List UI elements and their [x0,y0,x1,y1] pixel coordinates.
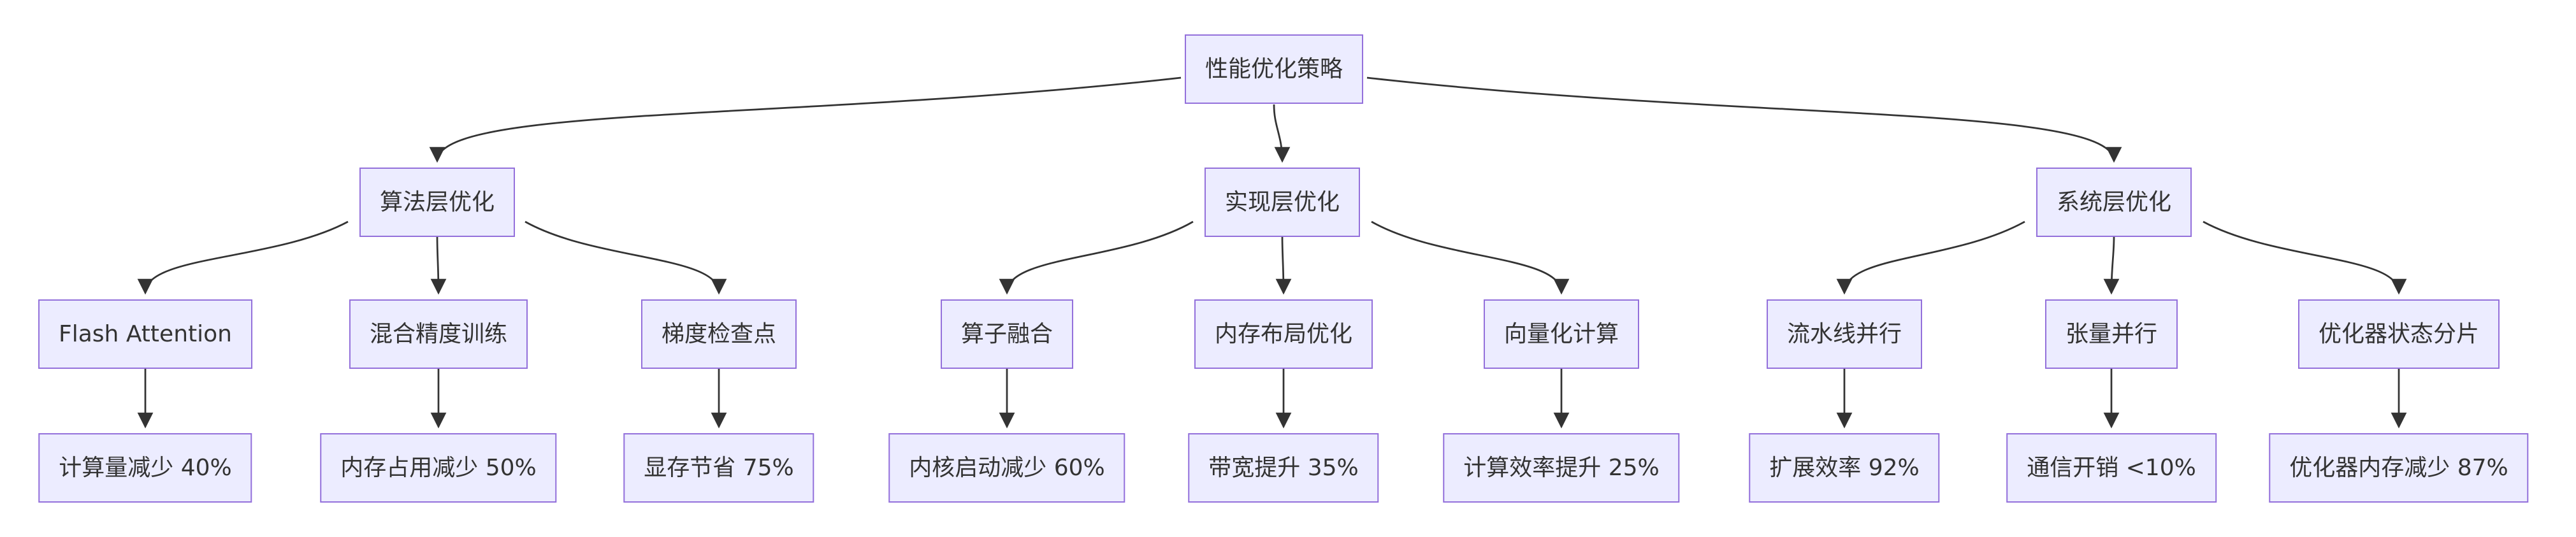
edge-algorithm-to-flash-attention [137,220,349,295]
node-memory-layout: 内存布局优化 [1194,299,1373,369]
metric-operator-fusion: 内核启动减少 60% [888,433,1125,503]
metric-mixed-precision: 内存占用减少 50% [320,433,557,503]
metric-pipeline-parallel: 扩展效率 92% [1749,433,1940,503]
metric-memory-layout: 带宽提升 35% [1188,433,1379,503]
edge-implementation-to-memory-layout [1275,236,1292,295]
edge-system-to-optimizer-sharding [2203,220,2407,295]
edge-system-to-pipeline-parallel [1836,220,2025,295]
node-operator-fusion: 算子融合 [940,299,1074,369]
node-mixed-precision: 混合精度训练 [349,299,528,369]
node-flash-attention: Flash Attention [38,299,252,369]
node-tensor-parallel: 张量并行 [2044,299,2178,369]
node-implementation-layer: 实现层优化 [1204,168,1361,237]
node-gradient-checkpoint: 梯度检查点 [640,299,797,369]
node-performance-strategy: 性能优化策略 [1184,34,1364,104]
metric-vectorization: 计算效率提升 25% [1443,433,1680,503]
edge-system-to-tensor-parallel [2103,236,2120,295]
edge-algorithm-to-gradient-checkpoint [525,220,727,295]
node-vectorization: 向量化计算 [1483,299,1640,369]
edge-root-to-implementation [1273,104,1291,163]
node-system-layer: 系统层优化 [2036,168,2192,237]
edge-algorithm-to-mixed-precision [430,236,447,295]
edge-root-to-system [1366,76,2122,163]
metric-gradient-checkpoint: 显存节省 75% [623,433,814,503]
edge-implementation-to-operator-fusion [999,220,1194,295]
node-algorithm-layer: 算法层优化 [359,168,516,237]
node-pipeline-parallel: 流水线并行 [1766,299,1923,369]
metric-flash-attention: 计算量减少 40% [38,433,252,503]
metric-optimizer-sharding: 优化器内存减少 87% [2269,433,2529,503]
metric-tensor-parallel: 通信开销 <10% [2006,433,2217,503]
edge-implementation-to-vectorization [1371,220,1570,295]
node-optimizer-sharding: 优化器状态分片 [2297,299,2500,369]
edge-root-to-algorithm [429,76,1182,163]
